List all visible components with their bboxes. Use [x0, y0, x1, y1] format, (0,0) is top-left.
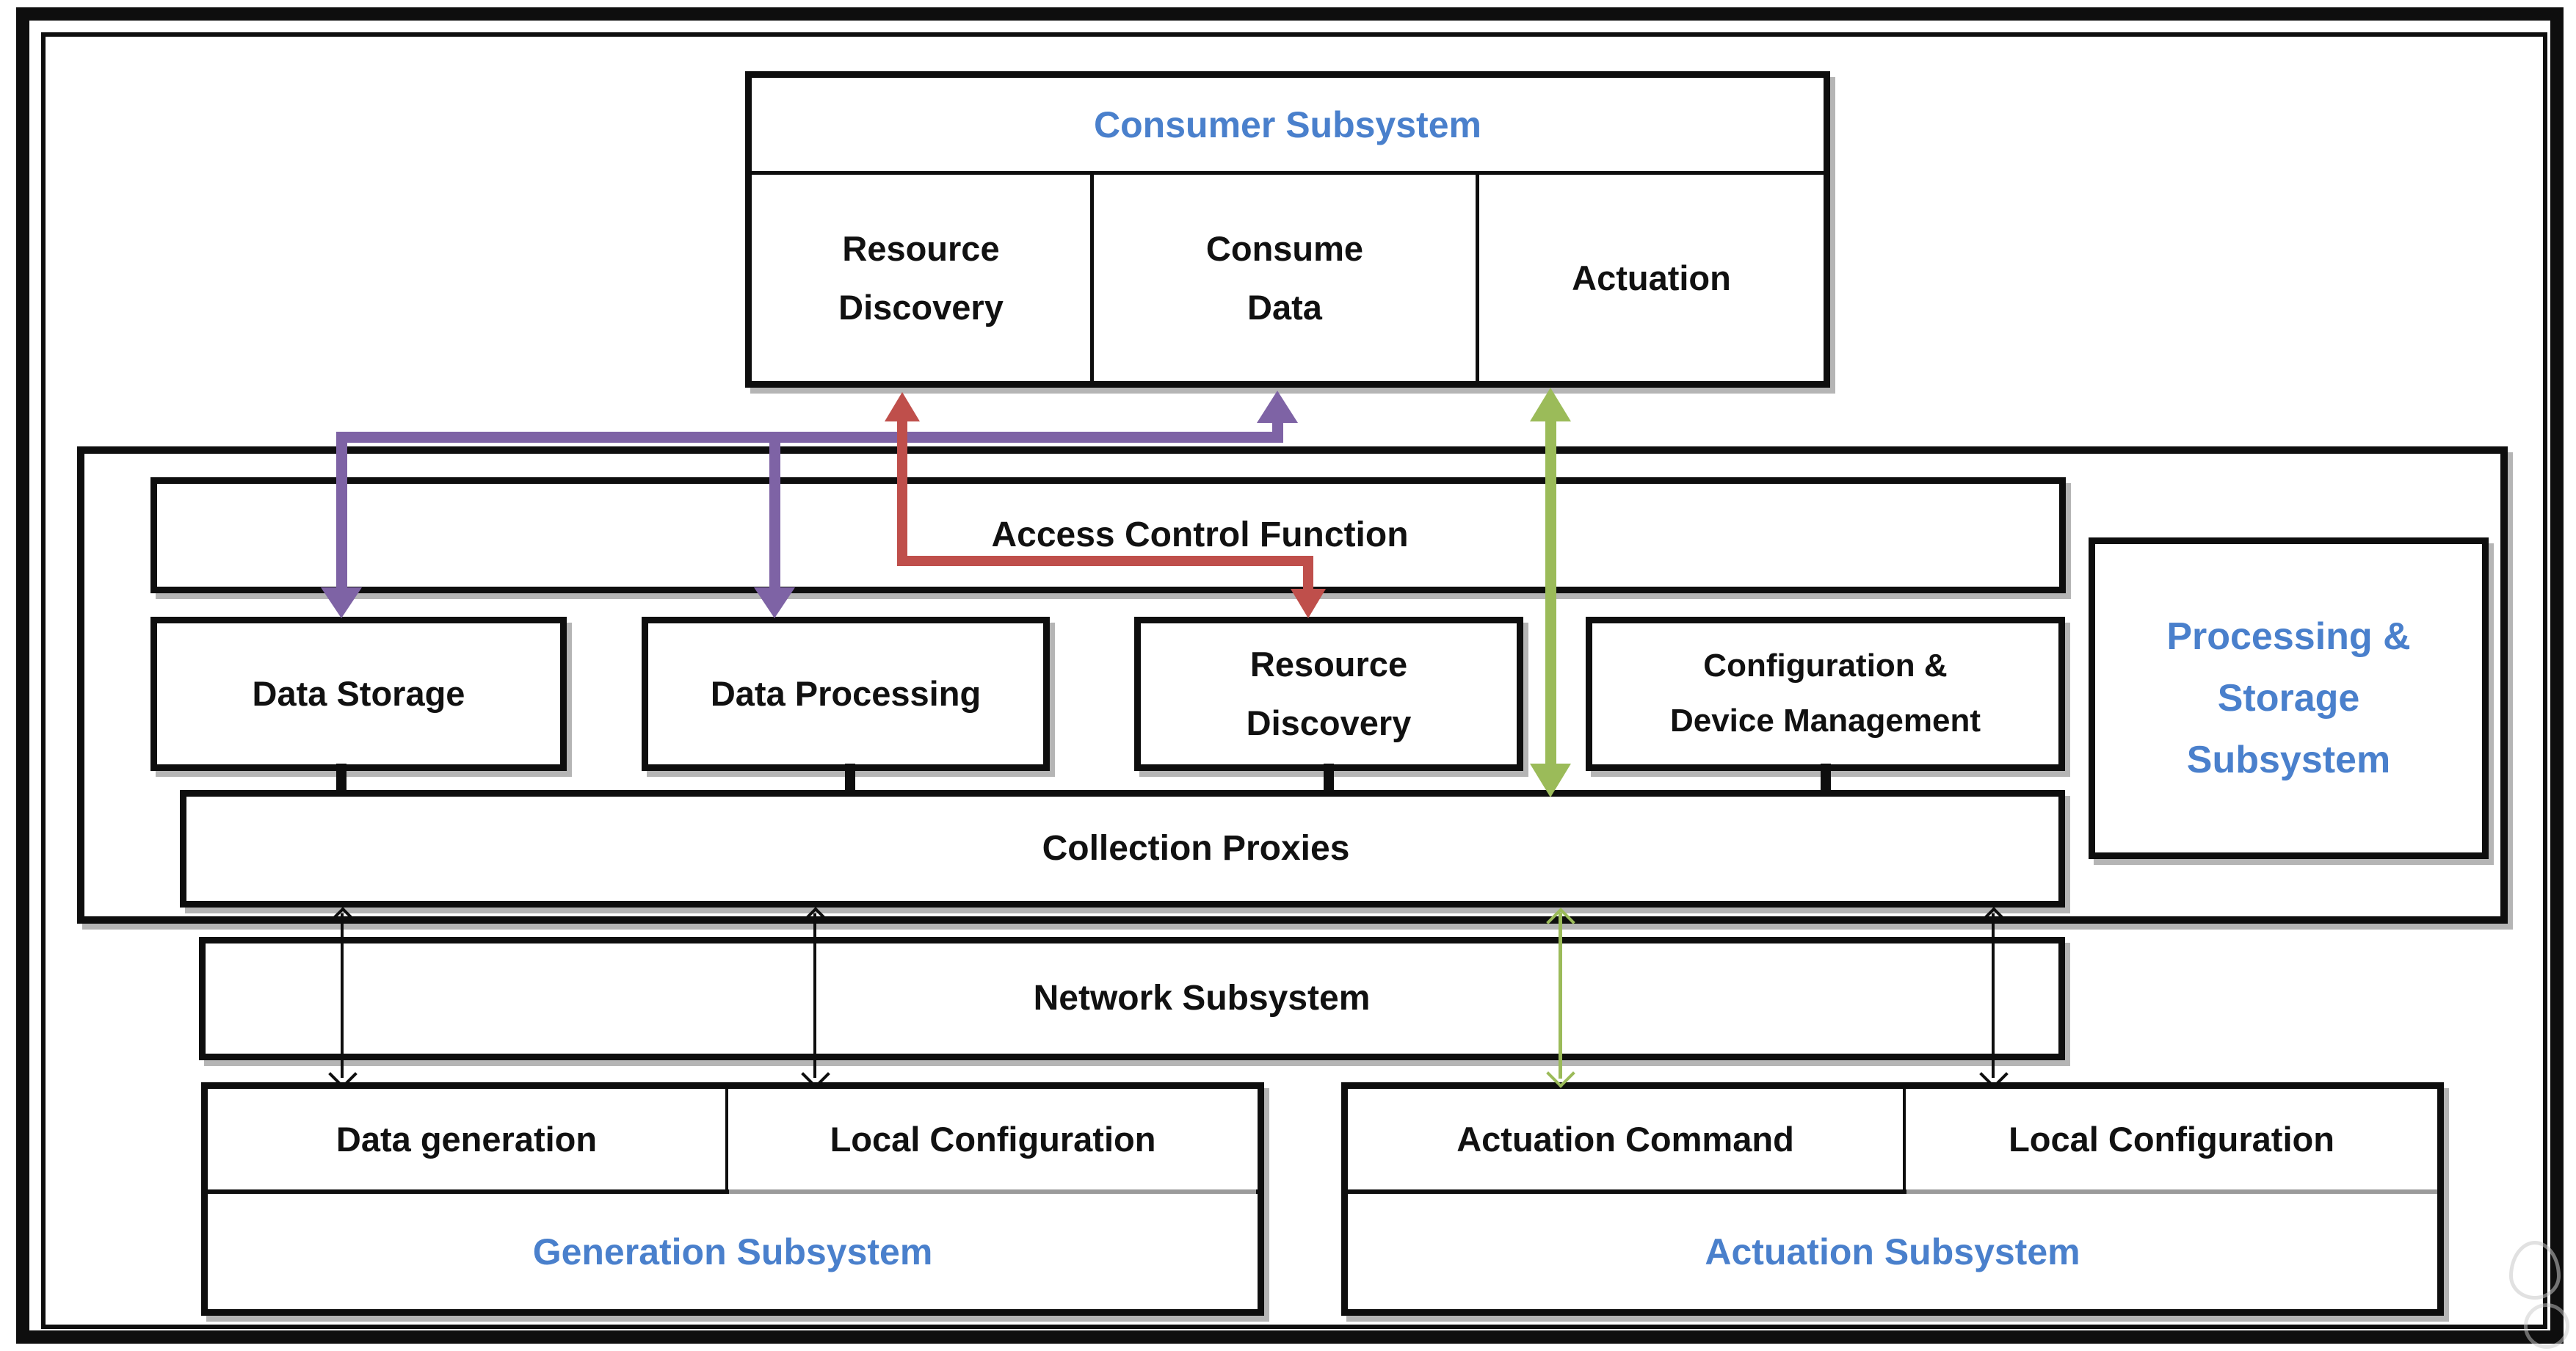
configuration-device-management-label: Configuration & Device Management — [1669, 648, 1981, 739]
arrow-red-vertical-consumer — [897, 420, 907, 566]
inner-frame-border — [41, 32, 2547, 1329]
arrow-black-local-configuration-actuation — [1992, 913, 1995, 1078]
actuation-subsystem-group: Actuation Command Local Configuration Ac… — [1341, 1082, 2444, 1316]
consumer-subsystem-title: Consumer Subsystem — [752, 78, 1824, 175]
arrow-purple-to-consume-data — [1272, 421, 1283, 443]
actuation-command-cell: Actuation Command — [1348, 1089, 1906, 1189]
data-generation-cell: Data generation — [208, 1089, 728, 1189]
data-processing-box: Data Processing — [642, 617, 1050, 771]
network-subsystem-label: Network Subsystem — [1033, 979, 1371, 1018]
data-processing-label: Data Processing — [710, 674, 982, 714]
connector-stub-configuration — [1821, 764, 1831, 796]
processing-storage-label-box: Processing & Storage Subsystem — [2089, 537, 2489, 859]
purple-bus-horizontal — [336, 432, 1283, 443]
consumer-cell-actuation: Actuation — [1572, 258, 1731, 297]
arrow-green-actuation-collection — [1545, 419, 1556, 769]
resource-discovery-box: Resource Discovery — [1134, 617, 1523, 771]
consumer-cell-resource-discovery: Resource Discovery — [752, 175, 1094, 381]
green-arrowhead-actuation — [1530, 388, 1571, 421]
arrow-red-horizontal — [897, 556, 1313, 566]
watermark-mark — [2524, 1303, 2569, 1349]
generation-subsystem-label: Generation Subsystem — [532, 1231, 933, 1272]
green-arrowhead-collection-proxies — [1530, 764, 1571, 797]
generation-local-configuration-cell: Local Configuration — [830, 1119, 1156, 1159]
actuation-cells-row: Actuation Command Local Configuration — [1348, 1089, 2437, 1194]
access-control-function-box: Access Control Function — [150, 477, 2066, 593]
access-control-function-label: Access Control Function — [991, 515, 1409, 555]
generation-cells-row: Data generation Local Configuration — [208, 1089, 1258, 1194]
arrow-purple-to-data-processing — [769, 432, 780, 592]
resource-discovery-label: Resource Discovery — [1246, 645, 1412, 742]
purple-arrowhead-data-storage — [321, 587, 362, 618]
arrow-black-data-generation — [341, 913, 344, 1078]
arrow-black-local-configuration-generation — [813, 913, 816, 1078]
collection-proxies-box: Collection Proxies — [180, 790, 2065, 908]
generation-divider-shadow — [729, 1189, 1256, 1194]
arrow-purple-to-data-storage — [336, 432, 347, 592]
connector-stub-resource-discovery — [1324, 764, 1334, 796]
actuation-local-configuration-cell: Local Configuration — [2009, 1119, 2334, 1159]
collection-proxies-label: Collection Proxies — [1042, 829, 1350, 869]
connector-stub-data-processing — [845, 764, 855, 796]
data-storage-label: Data Storage — [252, 674, 465, 714]
consumer-subsystem-box: Consumer Subsystem Resource Discovery Co… — [745, 71, 1830, 388]
outer-frame-border — [16, 7, 2564, 1344]
red-arrowhead-processing-resource-discovery — [1291, 589, 1326, 618]
connector-stub-data-storage — [336, 764, 347, 796]
actuation-subsystem-label: Actuation Subsystem — [1705, 1231, 2080, 1272]
purple-arrowhead-data-processing — [754, 587, 795, 618]
purple-arrowhead-consume-data — [1257, 391, 1298, 423]
red-arrowhead-consumer-resource-discovery — [885, 392, 920, 421]
actuation-divider-shadow — [1906, 1189, 2437, 1194]
network-subsystem-box: Network Subsystem — [199, 937, 2065, 1060]
watermark-mark — [2509, 1241, 2561, 1300]
data-storage-box: Data Storage — [150, 617, 567, 771]
processing-storage-label: Processing & Storage Subsystem — [2166, 615, 2411, 782]
generation-subsystem-group: Data generation Local Configuration Gene… — [201, 1082, 1264, 1316]
consumer-cells-row: Resource Discovery Consume Data Actuatio… — [752, 175, 1824, 381]
configuration-device-management-box: Configuration & Device Management — [1586, 617, 2065, 771]
arrow-red-vertical-processing — [1303, 556, 1313, 596]
consumer-cell-consume-data: Consume Data — [1094, 175, 1479, 381]
arrow-green-thin-actuation-command — [1559, 913, 1562, 1079]
processing-storage-outer-box — [77, 446, 2508, 924]
